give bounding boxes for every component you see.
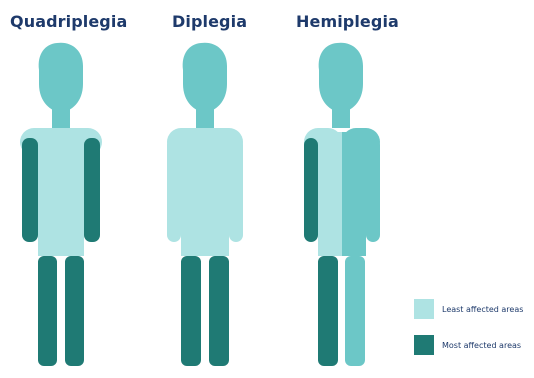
head-shape bbox=[319, 43, 363, 112]
torso-right-shape bbox=[342, 132, 366, 256]
legend-item-most: Most affected areas bbox=[414, 334, 532, 356]
left-arm-shape bbox=[304, 138, 318, 242]
legend-item-least: Least affected areas bbox=[414, 298, 532, 320]
neck-shape bbox=[196, 108, 214, 128]
right-leg-shape bbox=[65, 256, 84, 366]
right-arm-shape bbox=[84, 138, 100, 242]
head-shape bbox=[39, 43, 83, 112]
left-leg-shape bbox=[181, 256, 201, 366]
right-arm-shape bbox=[366, 138, 380, 242]
right-arm-shape bbox=[229, 138, 243, 242]
figure-hemiplegia bbox=[304, 43, 380, 366]
torso-shape bbox=[38, 132, 84, 256]
least-affected-label: Least affected areas bbox=[442, 305, 523, 314]
least-affected-swatch bbox=[414, 299, 434, 319]
torso-shape bbox=[181, 132, 229, 256]
head-shape bbox=[183, 43, 227, 112]
most-affected-label: Most affected areas bbox=[442, 341, 521, 350]
left-leg-shape bbox=[38, 256, 57, 366]
torso-left-shape bbox=[318, 132, 342, 256]
legend: Least affected areas Most affected areas bbox=[414, 298, 532, 370]
neck-shape bbox=[52, 108, 70, 128]
left-leg-shape bbox=[318, 256, 338, 366]
figure-diplegia bbox=[167, 43, 243, 366]
right-leg-shape bbox=[345, 256, 365, 366]
right-leg-shape bbox=[209, 256, 229, 366]
figure-quadriplegia bbox=[20, 43, 102, 366]
neck-shape bbox=[332, 108, 350, 128]
most-affected-swatch bbox=[414, 335, 434, 355]
left-arm-shape bbox=[22, 138, 38, 242]
left-arm-shape bbox=[167, 138, 181, 242]
